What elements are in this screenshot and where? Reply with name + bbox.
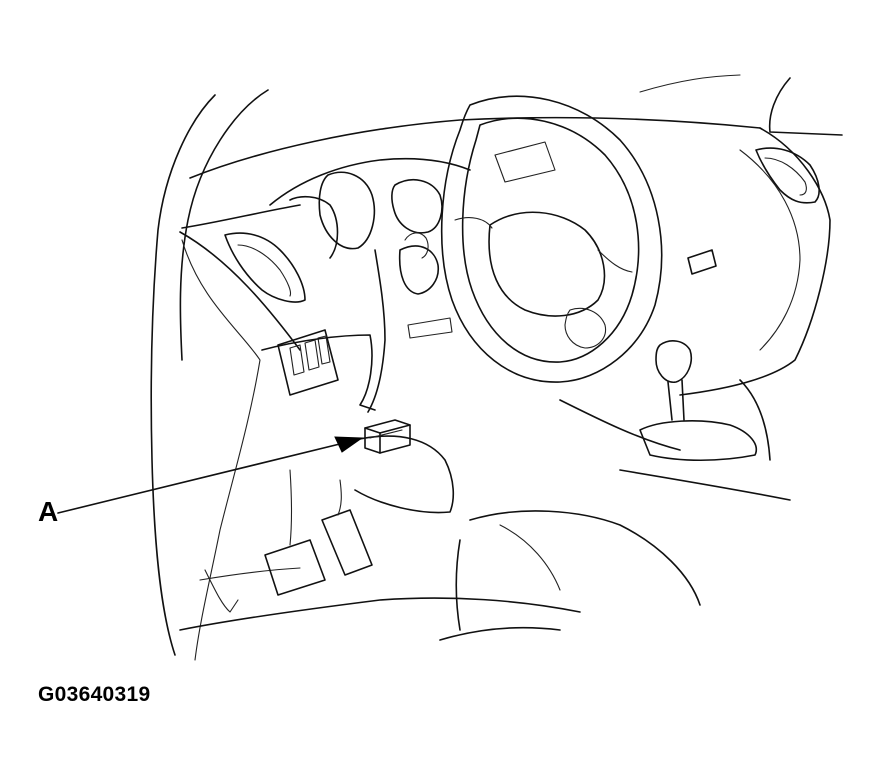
switch-3 bbox=[317, 335, 331, 365]
figure-id: G03640319 bbox=[38, 683, 151, 706]
steering-wheel-outer bbox=[440, 95, 663, 383]
right-vent bbox=[755, 147, 820, 204]
right-vent-inner bbox=[764, 157, 807, 196]
center-vent bbox=[494, 141, 556, 183]
dash-right-inner bbox=[739, 149, 801, 351]
gauge-left bbox=[318, 171, 376, 250]
seat-front bbox=[439, 539, 561, 641]
a-pillar bbox=[150, 94, 216, 656]
shift-knob bbox=[655, 340, 692, 383]
steering-wheel-inner bbox=[461, 117, 640, 363]
dash-right-body bbox=[679, 127, 831, 396]
right-pillar bbox=[768, 77, 843, 136]
left-vent bbox=[224, 232, 306, 303]
lever-stalk bbox=[404, 232, 429, 259]
seat-cushion bbox=[469, 510, 701, 606]
console-right bbox=[739, 379, 771, 461]
a-pillar-trim bbox=[181, 239, 261, 661]
gauge-right-rim bbox=[289, 195, 339, 259]
dash-face bbox=[179, 204, 301, 351]
hood-release bbox=[407, 317, 453, 339]
switch-1 bbox=[289, 344, 305, 376]
floor-line bbox=[179, 597, 581, 631]
callout-arrowhead bbox=[334, 436, 364, 453]
airbag-emblem bbox=[564, 307, 607, 349]
pedal-arm bbox=[289, 469, 342, 546]
column-shroud bbox=[398, 245, 440, 295]
callout-leader-line bbox=[57, 440, 353, 514]
steering-hub bbox=[488, 211, 606, 317]
seat-bolster bbox=[499, 524, 561, 591]
a-pillar-inner bbox=[179, 89, 269, 361]
door-sill bbox=[199, 567, 301, 581]
accelerator-pedal bbox=[321, 509, 373, 576]
column-cover bbox=[367, 249, 386, 413]
glovebox-latch bbox=[687, 249, 717, 275]
shift-boot bbox=[639, 420, 757, 462]
switch-2 bbox=[304, 339, 320, 371]
windshield-edge bbox=[639, 74, 741, 93]
callout-label-a: A bbox=[38, 496, 59, 527]
lower-trim bbox=[354, 435, 455, 514]
dash-top bbox=[189, 116, 761, 179]
kick-panel bbox=[204, 569, 239, 613]
brake-pedal bbox=[264, 539, 326, 596]
left-vent-inner bbox=[237, 244, 292, 297]
center-console bbox=[559, 399, 791, 501]
connector-icon bbox=[364, 419, 411, 454]
wheel-spoke-right bbox=[597, 249, 633, 273]
cluster-hood bbox=[269, 157, 471, 206]
shift-lever bbox=[667, 379, 685, 421]
wheel-spoke-left bbox=[454, 217, 493, 229]
switch-panel bbox=[277, 329, 339, 396]
knee-bolster bbox=[261, 334, 376, 411]
gauge-center bbox=[391, 179, 443, 234]
